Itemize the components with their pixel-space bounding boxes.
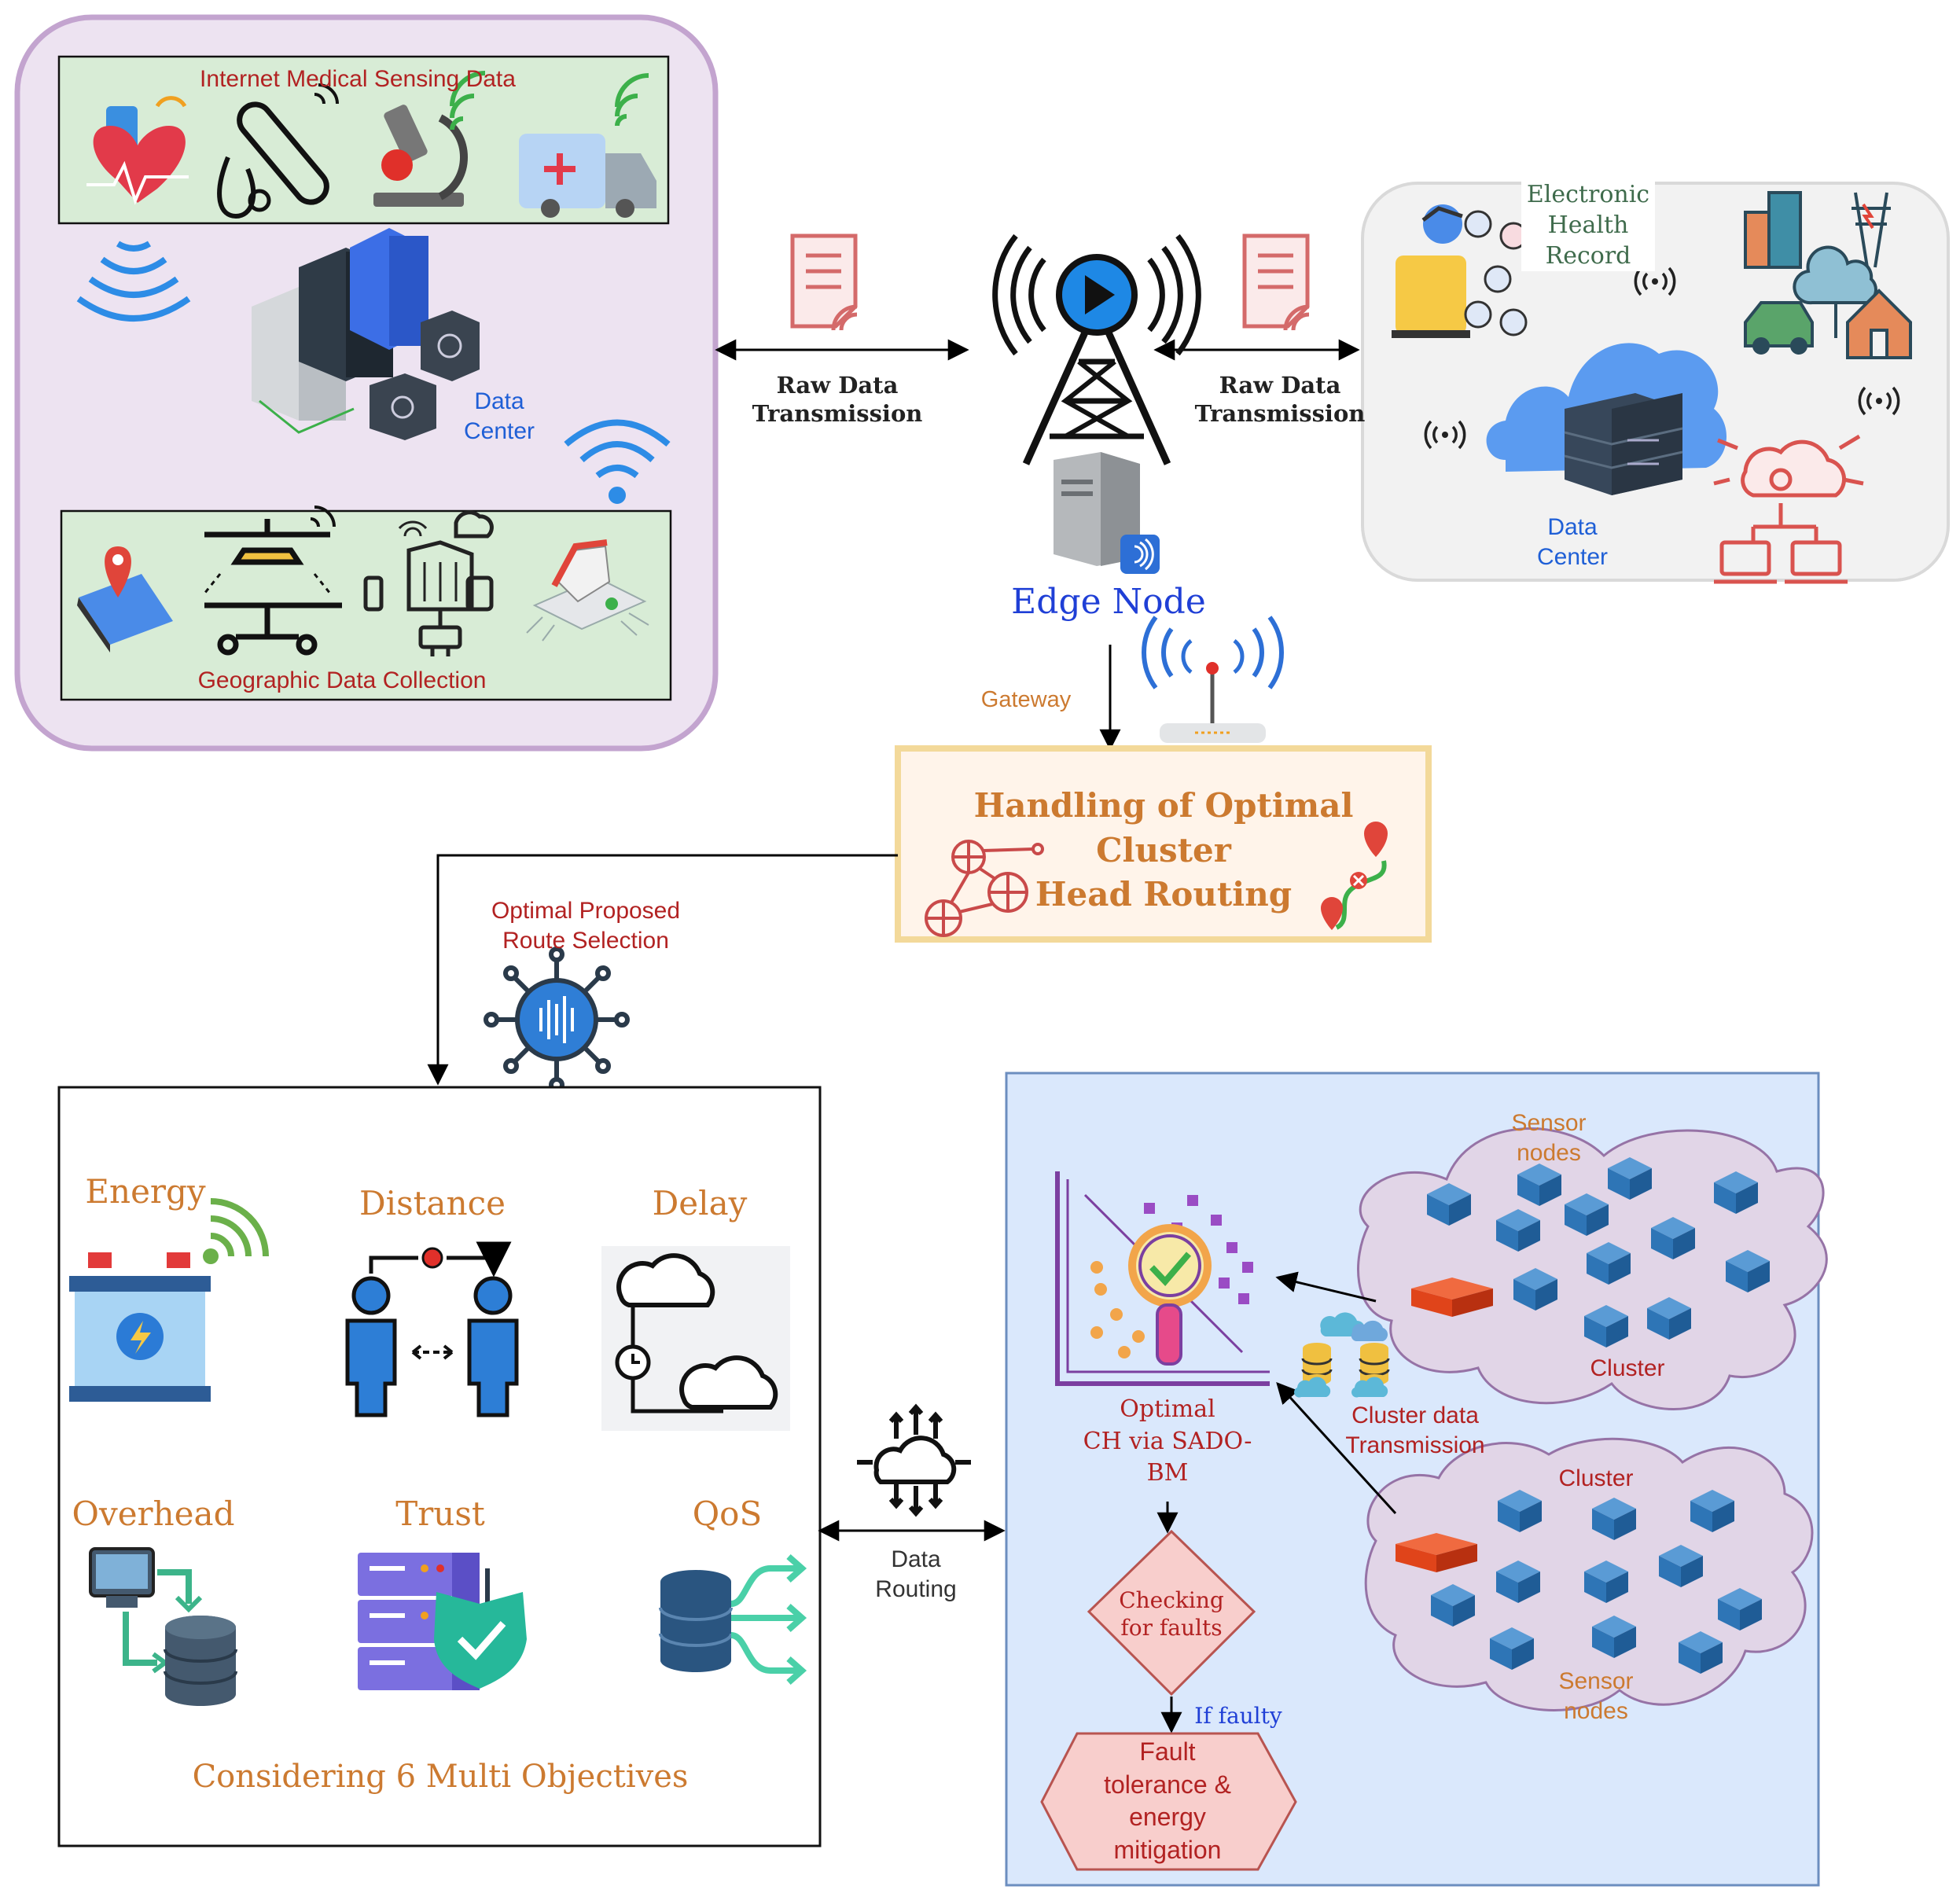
raw-data-label-left: Raw Data Transmission: [752, 372, 923, 428]
data-center-label-left: Data Center: [463, 388, 535, 444]
network-globe-icon: [925, 840, 1044, 937]
sensor-nodes-label-bottom: Sensor nodes: [1558, 1668, 1634, 1724]
smart-home-chip-icon: [526, 539, 649, 642]
checking-faults-diamond: [1087, 1529, 1256, 1697]
wifi-signal-icon: [76, 241, 191, 322]
energy-label: Energy: [85, 1172, 206, 1211]
cluster-transmission-label: Cluster data Transmission: [1345, 1403, 1485, 1458]
operating-table-icon: [203, 505, 342, 656]
fault-tolerance-hexagon: [1040, 1732, 1297, 1871]
heart-monitor-icon: [86, 96, 189, 205]
wifi-signal-icon-2: [564, 419, 671, 504]
fault-tolerance-label: Fault tolerance & energy mitigation: [1104, 1737, 1231, 1864]
document-signal-icon: [790, 233, 858, 331]
thermometer-stethoscope-icon: [217, 83, 339, 219]
battery-icon: [69, 1198, 269, 1402]
gateway-label: Gateway: [980, 687, 1072, 712]
health-monitor-person-icon: [1392, 204, 1528, 338]
overhead-label: Overhead: [72, 1494, 235, 1533]
cluster-to-ch-arrow: [1275, 1271, 1377, 1303]
sensor-nodes-label-top: Sensor nodes: [1511, 1110, 1587, 1166]
overhead-database-icon: [89, 1547, 237, 1706]
cluster-label-bottom: Cluster: [1558, 1465, 1634, 1491]
server-rack-icon: [252, 228, 480, 440]
optimal-ch-label: Optimal CH via SADO- BM: [1083, 1395, 1252, 1487]
medical-sensing-title: Internet Medical Sensing Data: [200, 66, 516, 92]
map-phone-icon: [77, 546, 173, 653]
document-signal-icon-2: [1242, 233, 1310, 331]
cloud-laptop-network-icon: [1713, 434, 1864, 584]
cloud-server-icon: [1486, 343, 1727, 495]
objectives-panel: [57, 1086, 822, 1847]
cluster-label-top: Cluster: [1590, 1355, 1665, 1381]
cloud-network-icon: [857, 1403, 971, 1517]
geographic-title: Geographic Data Collection: [197, 667, 487, 693]
cloud-storage-panel: [1361, 182, 1950, 584]
ambulance-icon: [519, 73, 656, 218]
router-icon: [1142, 616, 1284, 743]
distance-label: Distance: [359, 1184, 506, 1222]
cluster-head-title: Handling of Optimal Cluster Head Routing: [973, 786, 1354, 914]
analysis-magnifier-icon: [1055, 1171, 1270, 1386]
sensor-network-panel: [1005, 1072, 1828, 1887]
if-faulty-label: If faulty: [1194, 1703, 1282, 1729]
cluster-to-ch-arrow-2: [1276, 1382, 1397, 1515]
smart-city-infrastructure-icon: [1744, 191, 1912, 359]
smart-city-icon: [363, 510, 494, 656]
edge-server-icon: [1054, 452, 1160, 574]
qos-database-arrows-icon: [659, 1554, 807, 1685]
delay-cloud-icon: [601, 1246, 790, 1431]
data-routing-label: Data Routing: [875, 1546, 957, 1602]
iot-source-panel: [14, 14, 719, 752]
cloud-database-icon: [1294, 1312, 1390, 1398]
sound-wave-virus-icon: [484, 947, 630, 1093]
trust-server-shield-icon: [358, 1553, 527, 1690]
raw-data-label-right: Raw Data Transmission: [1194, 372, 1366, 428]
checking-faults-label: Checking for faults: [1119, 1587, 1224, 1641]
trust-label: Trust: [395, 1494, 485, 1533]
ehr-label: Electronic Health Record: [1521, 179, 1655, 271]
edge-node-label: Edge Node: [1011, 582, 1206, 622]
qos-label: QoS: [692, 1494, 763, 1533]
objectives-caption: Considering 6 Multi Objectives: [192, 1759, 689, 1795]
microscope-icon: [373, 71, 486, 207]
cluster-head-routing-box: [895, 745, 1432, 943]
distance-people-icon: [345, 1248, 517, 1417]
cell-tower-icon: [992, 233, 1201, 465]
delay-label: Delay: [652, 1184, 748, 1222]
data-center-label-right: Data Center: [1536, 514, 1609, 570]
route-selection-arrow: [427, 854, 898, 1086]
route-map-icon: [1321, 822, 1388, 930]
route-selection-label: Optimal Proposed Route Selection: [491, 898, 681, 954]
